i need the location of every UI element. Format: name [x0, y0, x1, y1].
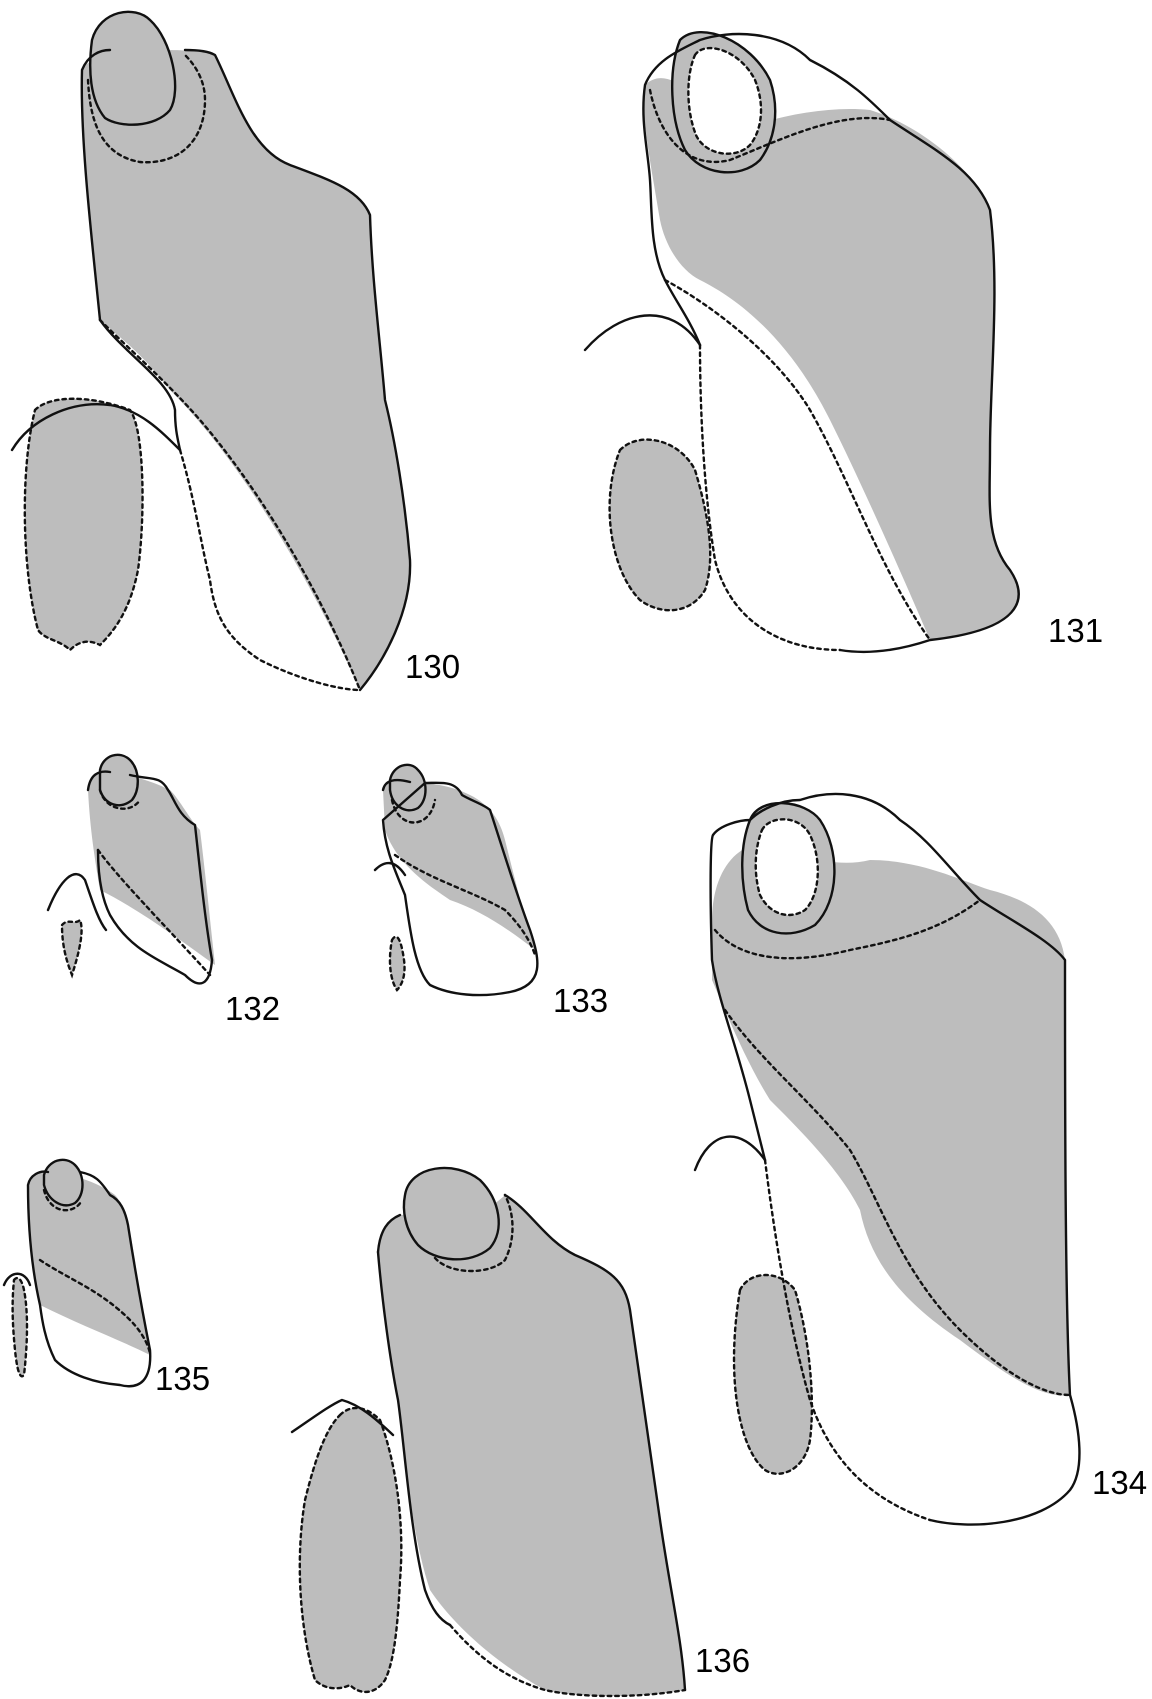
figure-label-130: 130	[405, 648, 460, 685]
figure-132: 132	[48, 755, 280, 1027]
figure-label-135: 135	[155, 1360, 210, 1397]
figure-label-134: 134	[1092, 1464, 1147, 1501]
figure-133: 133	[375, 765, 608, 1019]
lateral-piece-131	[610, 440, 711, 611]
figure-label-131: 131	[1048, 612, 1103, 649]
lateral-piece-130	[25, 399, 143, 650]
figure-label-133: 133	[553, 982, 608, 1019]
figure-label-132: 132	[225, 990, 280, 1027]
lateral-piece-136	[300, 1408, 402, 1692]
figure-135: 135	[4, 1160, 210, 1397]
lateral-piece-134	[734, 1275, 812, 1474]
figure-136: 136	[292, 1168, 750, 1696]
figure-130: 130	[12, 12, 460, 690]
figure-label-136: 136	[695, 1642, 750, 1679]
figure-131: 131	[585, 32, 1103, 652]
figure-134: 134	[695, 794, 1147, 1525]
cusp-130	[90, 12, 175, 125]
